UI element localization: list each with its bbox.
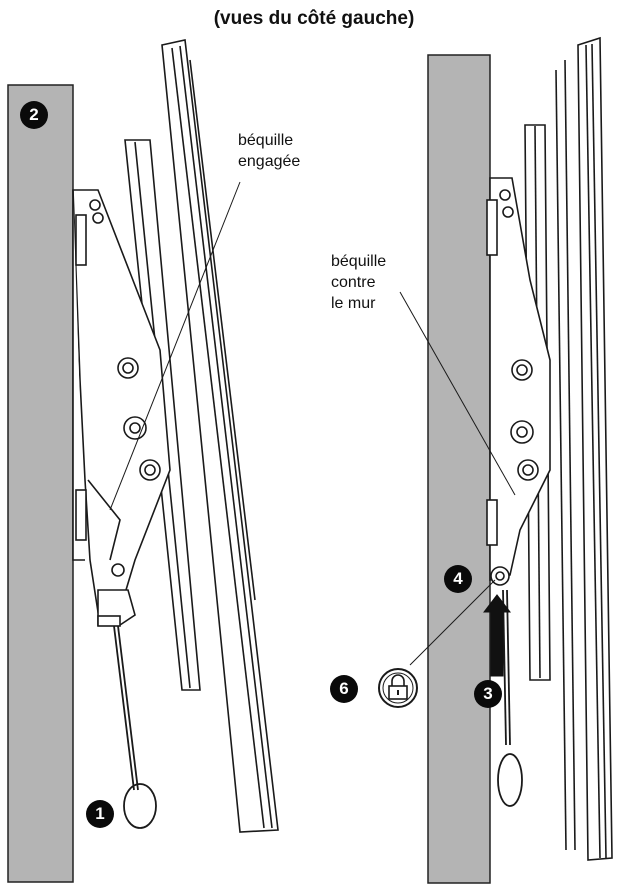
arrow-up-icon bbox=[482, 594, 512, 677]
step-badge-6: 6 bbox=[330, 675, 358, 703]
callout-label-left-line2: engagée bbox=[238, 153, 301, 170]
callout-label-left-line1: béquille bbox=[238, 132, 294, 149]
callout-label-right-line2: contre bbox=[331, 274, 376, 291]
step-badge-3: 3 bbox=[474, 680, 502, 708]
wall-right bbox=[427, 54, 491, 884]
step-badge-2: 2 bbox=[20, 101, 48, 129]
bracket-right bbox=[486, 177, 551, 586]
callout-line-right bbox=[399, 291, 516, 496]
pull-cord-left bbox=[113, 625, 157, 829]
callout-label-right-line1: béquille bbox=[331, 253, 387, 270]
lock-leader-line bbox=[409, 579, 496, 666]
callout-label-right-line3: le mur bbox=[331, 295, 376, 312]
bracket-left bbox=[72, 189, 171, 627]
wall-left bbox=[7, 84, 74, 883]
padlock-icon bbox=[378, 668, 418, 708]
step-badge-4: 4 bbox=[444, 565, 472, 593]
step-badge-1: 1 bbox=[86, 800, 114, 828]
callout-line-left bbox=[109, 181, 241, 511]
diagram-title: (vues du côté gauche) bbox=[213, 8, 415, 29]
